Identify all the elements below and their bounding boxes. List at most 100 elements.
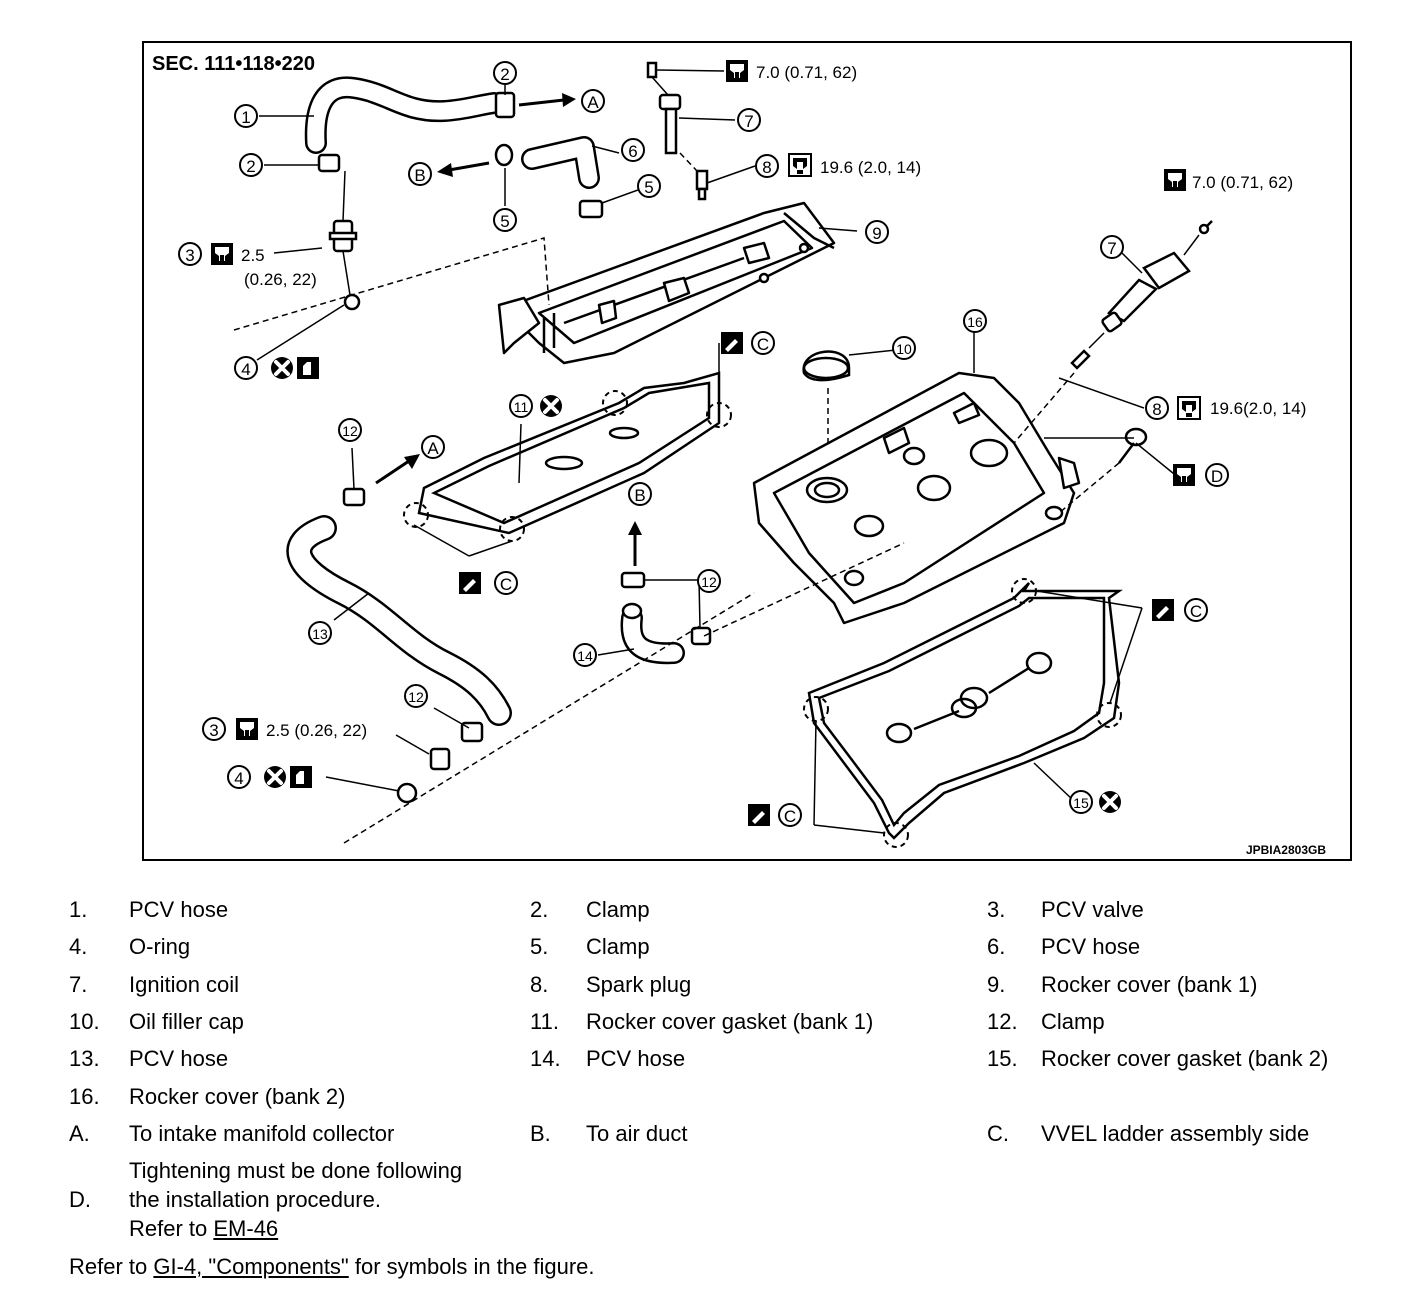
legend-label: To intake manifold collector xyxy=(129,1121,395,1146)
legend-num: 6. xyxy=(987,934,1006,959)
legend-num: 11. xyxy=(530,1009,559,1034)
legend-label: PCV hose xyxy=(129,1046,229,1071)
legend-label: Spark plug xyxy=(586,972,692,997)
svg-text:12: 12 xyxy=(342,423,358,439)
svg-text:C: C xyxy=(757,335,769,354)
gasket-bank1-drawing xyxy=(417,371,721,535)
callout-8-right: 8 xyxy=(1145,396,1169,420)
callout-15: 15 xyxy=(1069,790,1093,814)
torque-label-valve-bottom: 2.5 (0.26, 22) xyxy=(266,721,367,740)
rocker-cover-bank2-drawing xyxy=(752,371,1081,625)
gasket-bank2-drawing xyxy=(807,582,1123,840)
torque-label-plug-right: 19.6(2.0, 14) xyxy=(1210,399,1306,418)
legend-label: Tightening must be done following xyxy=(129,1158,463,1183)
legend-num: 7. xyxy=(69,972,88,997)
legend-num: C. xyxy=(987,1121,1009,1146)
sealant-icon xyxy=(459,572,481,594)
legend-label: PCV valve xyxy=(1041,897,1144,922)
no-reuse-icon xyxy=(1097,789,1123,815)
no-reuse-icon xyxy=(269,355,295,381)
pcv-hose-14-drawing xyxy=(620,571,712,665)
arrow-to-B-middle xyxy=(628,521,642,566)
rocker-cover-bank1-drawing xyxy=(497,201,836,365)
ignition-coil-right-drawing xyxy=(1070,220,1213,464)
torque-label-coil-right: 7.0 (0.71, 62) xyxy=(1192,173,1293,192)
svg-text:C: C xyxy=(500,575,512,594)
svg-text:B: B xyxy=(414,166,425,185)
svg-text:1: 1 xyxy=(241,108,250,127)
callout-5-right: 5 xyxy=(637,174,661,198)
legend-num: A. xyxy=(69,1121,90,1146)
legend-num: 15. xyxy=(987,1046,1018,1071)
svg-text:4: 4 xyxy=(234,769,243,788)
svg-text:10: 10 xyxy=(896,341,912,357)
callout-2-left: 2 xyxy=(239,153,263,177)
legend-num: 12. xyxy=(987,1009,1018,1034)
svg-text:3: 3 xyxy=(185,246,194,265)
legend-label: O-ring xyxy=(129,934,191,959)
torque-label-coil: 7.0 (0.71, 62) xyxy=(756,63,857,82)
torque-icon xyxy=(1173,464,1195,486)
svg-text:5: 5 xyxy=(644,178,653,197)
legend-label: Clamp xyxy=(586,897,650,922)
legend-label: Oil filler cap xyxy=(129,1009,244,1034)
svg-text:3: 3 xyxy=(209,721,218,740)
torque-icon xyxy=(236,718,258,740)
legend-num: 14. xyxy=(530,1046,561,1071)
em-46-link[interactable]: EM-46 xyxy=(213,1216,279,1241)
legend-num: 13. xyxy=(69,1046,100,1071)
torque-label-plug-left: 19.6 (2.0, 14) xyxy=(820,158,921,177)
torque-icon xyxy=(1177,396,1201,420)
callout-D-fig: D xyxy=(1205,463,1229,487)
figure-id: JPBIA2803GB xyxy=(1246,843,1326,857)
callout-4-bottom: 4 xyxy=(227,765,251,789)
callout-12-mid: 12 xyxy=(697,569,721,593)
legend-label: To air duct xyxy=(586,1121,688,1146)
legend-label: Rocker cover gasket (bank 2) xyxy=(1041,1046,1329,1071)
svg-text:C: C xyxy=(784,807,796,826)
legend-label: VVEL ladder assembly side xyxy=(1041,1121,1310,1146)
callout-10: 10 xyxy=(892,336,916,360)
ignition-coil-7-drawing xyxy=(646,61,709,201)
svg-text:B: B xyxy=(634,486,645,505)
callout-A-mid: A xyxy=(421,435,445,459)
gi-4-components-link[interactable]: GI-4, "Components" xyxy=(153,1254,349,1279)
arrow-to-A-middle xyxy=(375,454,420,485)
callout-5-left: 5 xyxy=(493,208,517,232)
gasket-bank1-marks xyxy=(403,390,732,542)
footer-prefix: Refer to xyxy=(69,1254,154,1279)
oil-filler-cap-drawing xyxy=(802,350,851,382)
svg-text:6: 6 xyxy=(628,142,637,161)
svg-text:C: C xyxy=(1190,602,1202,621)
legend-num: B. xyxy=(530,1121,551,1146)
torque-icon xyxy=(726,60,748,82)
legend-num: 10. xyxy=(69,1009,100,1034)
oil-icon xyxy=(297,357,319,379)
svg-text:9: 9 xyxy=(872,224,881,243)
legend-label: Rocker cover (bank 1) xyxy=(1041,972,1258,997)
svg-text:14: 14 xyxy=(577,648,593,664)
svg-text:A: A xyxy=(587,93,599,112)
legend-num: 9. xyxy=(987,972,1006,997)
legend-label: Rocker cover gasket (bank 1) xyxy=(586,1009,874,1034)
legend-num: 5. xyxy=(530,934,549,959)
section-label: SEC. 111•118•220 xyxy=(152,53,315,75)
legend-label: PCV hose xyxy=(129,897,229,922)
callout-3-bottom: 3 xyxy=(202,717,226,741)
svg-text:8: 8 xyxy=(762,158,771,177)
svg-text:13: 13 xyxy=(312,626,328,642)
callout-2-top: 2 xyxy=(493,61,517,85)
legend-ref-prefix: Refer to xyxy=(129,1216,214,1241)
svg-text:7: 7 xyxy=(744,112,753,131)
arrow-to-A-top xyxy=(518,93,576,107)
callout-B-top: B xyxy=(408,162,432,186)
sealant-icon xyxy=(1152,599,1174,621)
legend-num: 8. xyxy=(530,972,549,997)
pcv-hose-13-drawing xyxy=(286,487,512,804)
callout-B-mid: B xyxy=(628,482,652,506)
callout-16: 16 xyxy=(963,309,987,333)
legend-label: the installation procedure. xyxy=(129,1187,381,1212)
callout-11: 11 xyxy=(509,394,533,418)
legend-label: PCV hose xyxy=(1041,934,1141,959)
svg-text:2: 2 xyxy=(500,65,509,84)
